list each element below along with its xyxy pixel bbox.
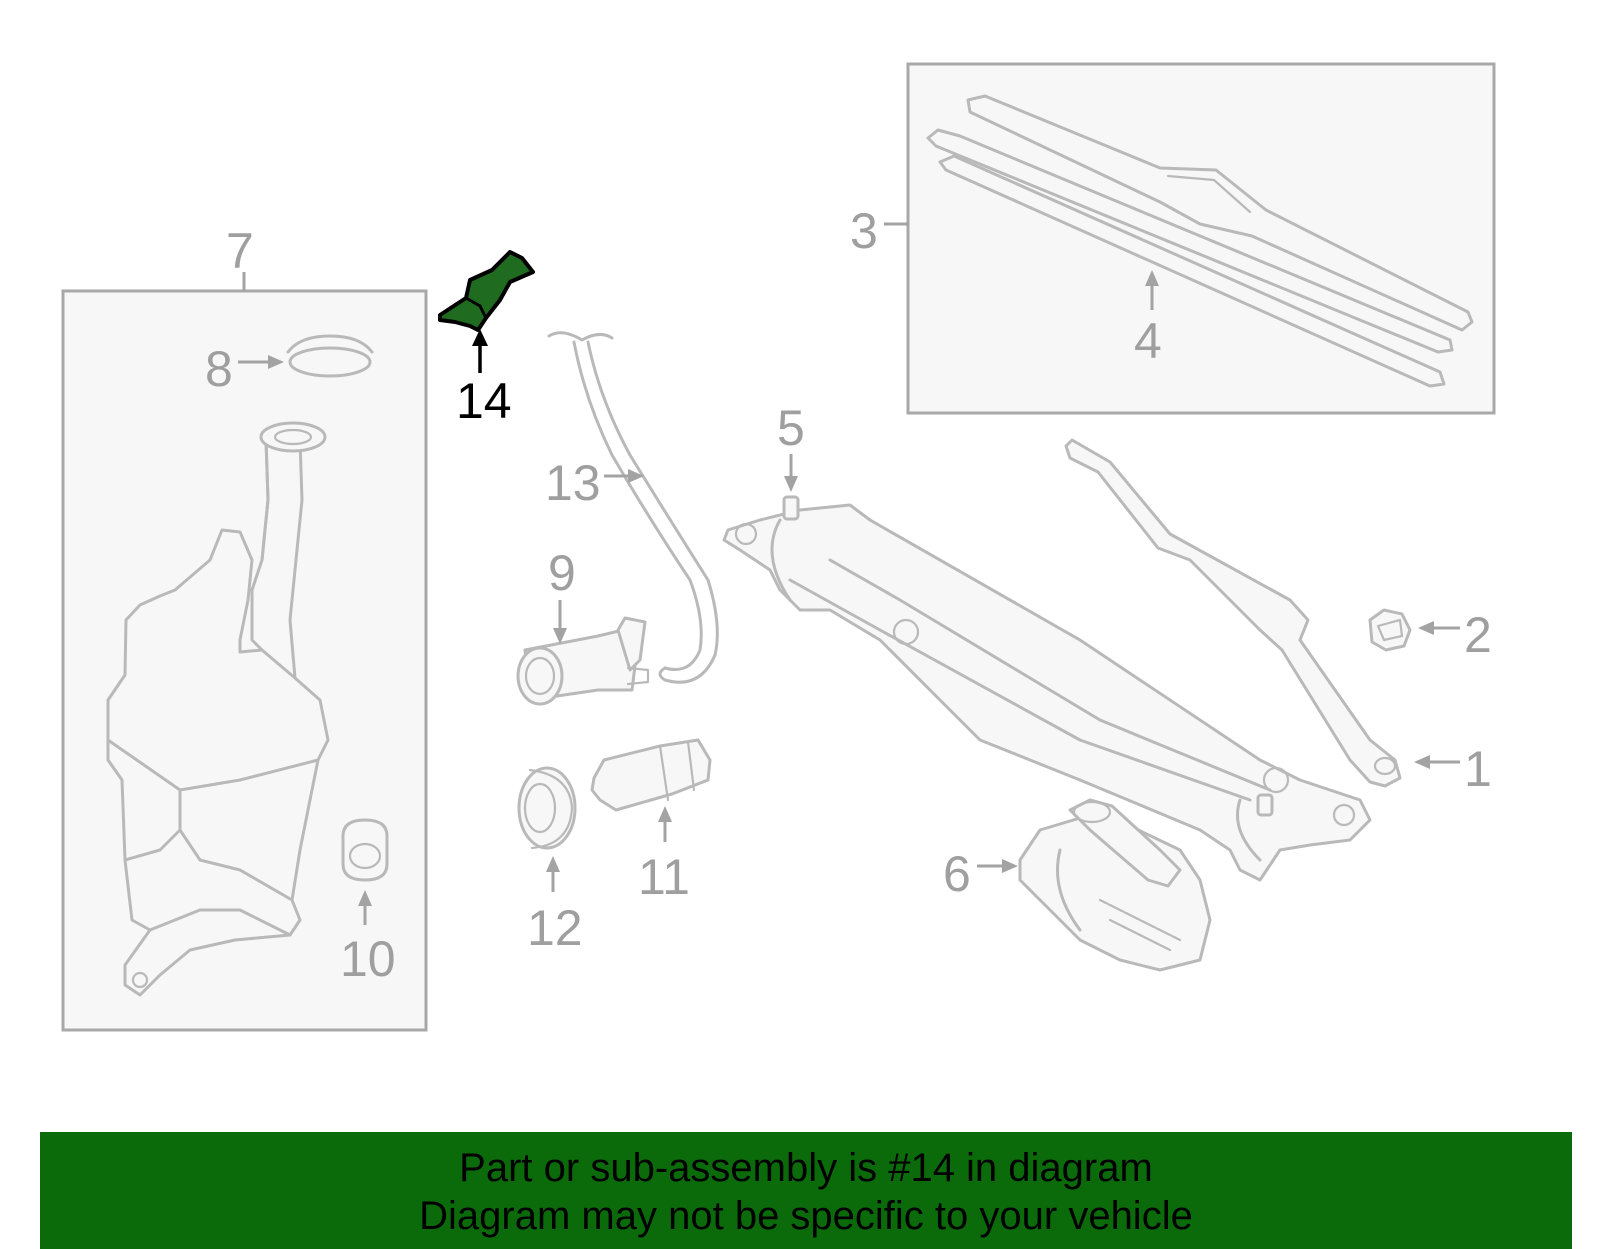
part-8-cap[interactable] [286, 334, 374, 378]
callout-3[interactable]: 3 [850, 203, 878, 259]
callout-5[interactable]: 5 [777, 400, 805, 456]
part-5-linkage[interactable] [722, 495, 1372, 882]
banner-line-1: Part or sub-assembly is #14 in diagram [459, 1146, 1153, 1190]
callout-14[interactable]: 14 [456, 373, 512, 429]
banner-line-2: Diagram may not be specific to your vehi… [419, 1194, 1193, 1238]
callout-11[interactable]: 11 [638, 849, 690, 905]
callout-8[interactable]: 8 [205, 341, 233, 397]
part-2-nut[interactable] [1368, 608, 1412, 652]
part-10-grommet[interactable] [341, 818, 389, 882]
part-14-clip[interactable] [438, 250, 535, 332]
info-banner: Part or sub-assembly is #14 in diagram D… [40, 1132, 1572, 1249]
callout-12[interactable]: 12 [527, 900, 583, 956]
part-7-reservoir[interactable] [106, 421, 330, 997]
callout-4[interactable]: 4 [1134, 313, 1162, 369]
part-1-wiper-arm[interactable] [1064, 438, 1402, 788]
part-12-grommet[interactable] [517, 766, 577, 850]
callout-10[interactable]: 10 [340, 931, 396, 987]
callout-7[interactable]: 7 [226, 223, 254, 279]
part-6-wiper-motor[interactable] [1018, 798, 1212, 972]
part-13-hose[interactable] [547, 331, 719, 684]
part-3-wiper-blade[interactable] [926, 94, 1474, 388]
part-9-pump[interactable] [516, 616, 650, 706]
callout-13[interactable]: 13 [545, 455, 601, 511]
part-11-nozzle[interactable] [590, 738, 712, 812]
callout-2[interactable]: 2 [1464, 607, 1492, 663]
callout-1[interactable]: 1 [1464, 741, 1492, 797]
callout-6[interactable]: 6 [943, 846, 971, 902]
callout-9[interactable]: 9 [548, 545, 576, 601]
